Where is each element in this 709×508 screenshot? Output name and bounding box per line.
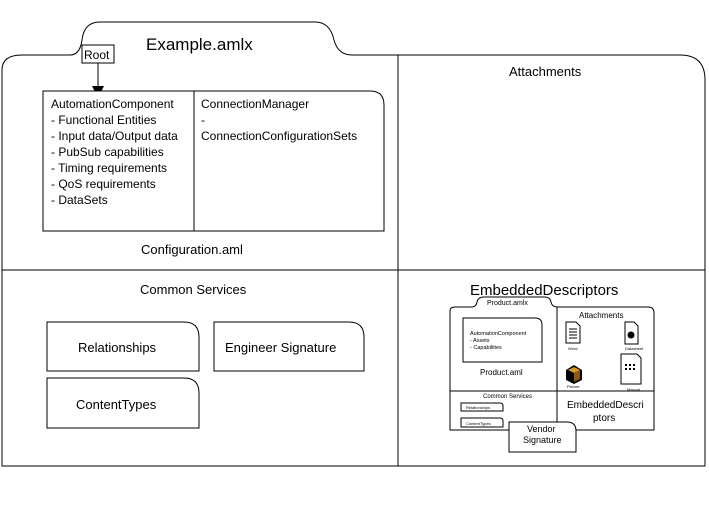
- attachment-manual-label: Manual: [627, 387, 640, 392]
- content-types-label: ContentTypes: [76, 397, 157, 412]
- vendor-signature-line2: Signature: [523, 435, 562, 445]
- connection-manager-line: -: [201, 113, 205, 127]
- manual-icon: [620, 353, 642, 385]
- attachment-datasheet-label: Datasheet: [625, 346, 644, 351]
- product-aml-line: - Assets: [470, 338, 490, 344]
- automation-component-line: AutomationComponent: [51, 97, 174, 111]
- mini-embedded-descriptors-line1: EmbeddedDescri: [567, 400, 644, 411]
- document-icon: [565, 321, 581, 344]
- engineer-signature-box: [213, 321, 365, 372]
- automation-component-line: - PubSub capabilities: [51, 145, 164, 159]
- mini-relationships-label: Relationships: [466, 405, 490, 410]
- mini-content-types-box: [460, 417, 504, 428]
- relationships-box: [46, 321, 200, 372]
- mini-common-services-title: Common Services: [483, 394, 532, 400]
- relationships-label: Relationships: [78, 340, 157, 355]
- automation-component-line: - Input data/Output data: [51, 129, 178, 143]
- product-aml-line: - Capabilities: [470, 345, 502, 351]
- root-label: Root: [84, 48, 110, 62]
- automation-component-line: - QoS requirements: [51, 177, 156, 191]
- connection-manager-text: ConnectionManager - ConnectionConfiguratio…: [201, 97, 357, 143]
- attachment-picture-label: Picture: [567, 384, 580, 389]
- mini-attachments-title: Attachments: [579, 311, 623, 320]
- automation-component-line: - Functional Entities: [51, 113, 156, 127]
- configuration-box: [42, 90, 385, 232]
- embedded-descriptors-title: EmbeddedDescriptors: [470, 282, 618, 299]
- automation-component-line: - DataSets: [51, 193, 108, 207]
- content-types-box: [46, 377, 200, 429]
- connection-manager-line: ConnectionManager: [201, 97, 309, 111]
- product-aml-box: [462, 317, 543, 363]
- attachment-word-label: Word: [568, 346, 577, 351]
- mini-embedded-descriptors-line2: ptors: [593, 413, 615, 424]
- product-aml-caption: Product.aml: [480, 368, 523, 377]
- configuration-caption: Configuration.aml: [141, 242, 243, 257]
- engineer-signature-label: Engineer Signature: [225, 340, 336, 355]
- product-aml-line: AutomationComponent: [470, 331, 527, 337]
- attachments-title: Attachments: [509, 64, 582, 79]
- common-services-title: Common Services: [140, 282, 247, 297]
- product-aml-text: AutomationComponent- Assets- Capabilitie…: [470, 331, 527, 351]
- datasheet-icon: [624, 321, 639, 345]
- product-amlx-label: Product.amlx: [487, 300, 528, 307]
- vendor-signature-line1: Vendor: [527, 424, 556, 434]
- automation-component-text: AutomationComponent - Functional Entities…: [51, 97, 178, 207]
- mini-content-types-label: ContentTypes: [466, 421, 491, 426]
- automation-component-line: - Timing requirements: [51, 161, 167, 175]
- vendor-signature-box: [508, 421, 577, 453]
- connection-manager-line: ConnectionConfigurationSets: [201, 129, 357, 143]
- mini-relationships-box: [460, 402, 504, 412]
- picture-icon: [566, 365, 582, 384]
- main-file-title: Example.amlx: [146, 35, 253, 54]
